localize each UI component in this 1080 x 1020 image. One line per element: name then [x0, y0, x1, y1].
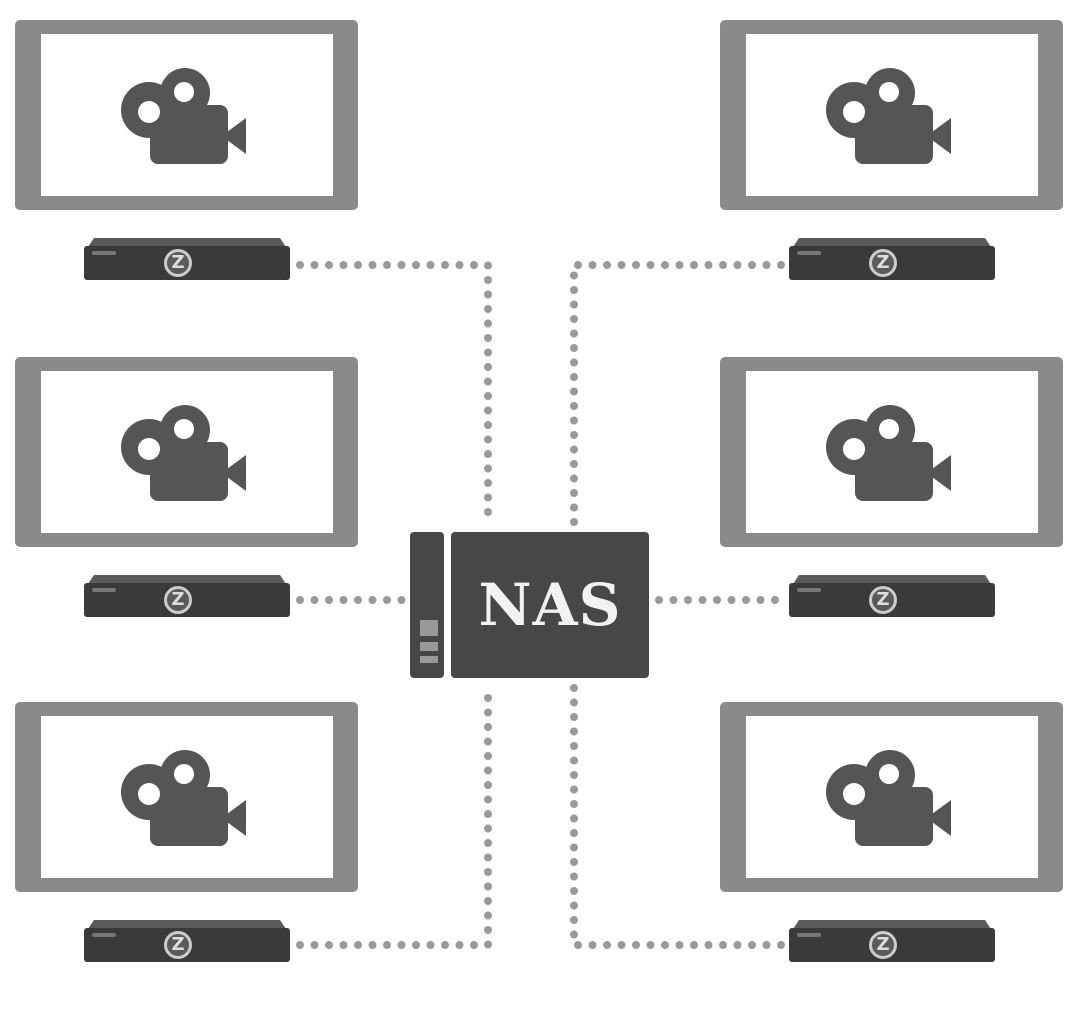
- video-camera-icon: [121, 68, 246, 164]
- player-logo: Z: [164, 586, 192, 614]
- tv-display: [15, 357, 358, 547]
- video-camera-icon: [826, 750, 951, 846]
- connection-right-top: [570, 261, 785, 529]
- set-top-box: Z: [84, 920, 290, 962]
- brand-logo: [92, 251, 116, 255]
- set-top-box: Z: [84, 238, 290, 280]
- player-logo: Z: [164, 249, 192, 277]
- player-logo: Z: [869, 931, 897, 959]
- player-logo: Z: [869, 586, 897, 614]
- nas-drive-bay: [410, 532, 444, 678]
- brand-logo: [92, 588, 116, 592]
- video-camera-icon: [121, 405, 246, 501]
- set-top-box: Z: [789, 575, 995, 617]
- tv-display: [15, 702, 358, 892]
- video-camera-icon: [826, 405, 951, 501]
- brand-logo: [92, 933, 116, 937]
- connection-left-bottom: [296, 682, 492, 949]
- brand-logo: [797, 588, 821, 592]
- brand-logo: [797, 251, 821, 255]
- player-logo: Z: [164, 931, 192, 959]
- nas-indicator: [420, 656, 438, 663]
- connection-right-bottom: [570, 682, 785, 949]
- tv-display: [720, 20, 1063, 210]
- player-logo: Z: [869, 249, 897, 277]
- set-top-box: Z: [84, 575, 290, 617]
- connection-left-top: [296, 261, 492, 529]
- video-camera-icon: [826, 68, 951, 164]
- set-top-box: Z: [789, 920, 995, 962]
- nas-indicator: [420, 620, 438, 636]
- nas-server: NAS: [451, 532, 649, 678]
- tv-display: [720, 702, 1063, 892]
- brand-logo: [797, 933, 821, 937]
- set-top-box: Z: [789, 238, 995, 280]
- video-camera-icon: [121, 750, 246, 846]
- tv-display: [720, 357, 1063, 547]
- nas-label: NAS: [478, 571, 622, 639]
- nas-indicator: [420, 642, 438, 651]
- tv-display: [15, 20, 358, 210]
